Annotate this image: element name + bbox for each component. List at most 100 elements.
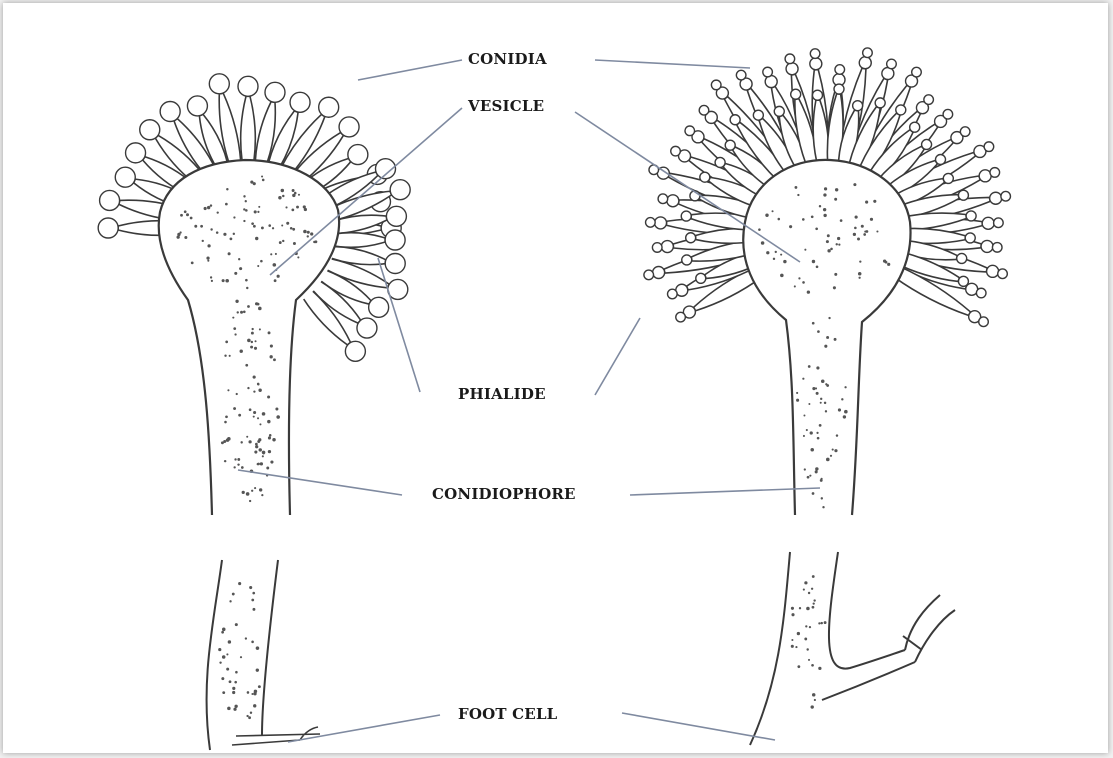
stipple-dot: [191, 261, 194, 264]
stipple-dot: [250, 346, 253, 349]
stipple-dot: [259, 423, 261, 425]
conidium: [990, 168, 1000, 178]
stipple-dot: [226, 188, 228, 190]
stipple-dot: [235, 300, 238, 303]
conidium: [998, 269, 1008, 279]
stipple-dot: [285, 206, 287, 208]
stipple-dot: [865, 201, 868, 204]
stipple-dot: [253, 704, 256, 707]
stipple-dot: [833, 286, 836, 289]
stipple-dot: [257, 463, 260, 466]
stipple-dot: [794, 285, 796, 287]
leader-conidiophore-right: [630, 488, 820, 495]
stipple-dot: [190, 217, 193, 220]
conidium: [290, 92, 310, 112]
stipple-dot: [841, 398, 843, 400]
stipple-dot: [253, 390, 255, 392]
stipple-dot: [812, 606, 815, 609]
conidium: [696, 273, 706, 283]
stipple-dot: [783, 260, 786, 263]
conidium: [385, 230, 405, 250]
stipple-dot: [257, 417, 259, 419]
stipple-dot: [272, 227, 274, 229]
stipple-dot: [806, 648, 808, 650]
stipple-dot: [277, 275, 280, 278]
conidium: [369, 297, 389, 317]
conidium: [686, 233, 696, 243]
stipple-dot: [811, 215, 814, 218]
conidium: [699, 105, 709, 115]
stipple-dot: [266, 467, 269, 470]
conidium: [896, 105, 906, 115]
conidium: [319, 97, 339, 117]
stipple-dot: [812, 575, 815, 578]
stipple-dot: [876, 230, 878, 232]
stipple-dot: [246, 287, 248, 289]
stipple-dot: [821, 379, 825, 383]
conidium: [812, 90, 822, 100]
stipple-dot: [268, 224, 271, 227]
conidium: [653, 266, 665, 278]
stipple-dot: [226, 653, 228, 655]
stipple-dot: [258, 389, 261, 392]
conidium: [685, 126, 695, 136]
stipple-dot: [253, 411, 256, 414]
stipple-dot: [843, 415, 846, 418]
stipple-dot: [276, 415, 280, 419]
stipple-dot: [270, 355, 273, 358]
stipple-dot: [275, 253, 277, 255]
stipple-dot: [234, 705, 237, 708]
stipple-dot: [257, 265, 259, 267]
stipple-dot: [825, 383, 827, 385]
stipple-dot: [243, 195, 245, 197]
stipple-dot: [235, 623, 238, 626]
stipple-dot: [858, 272, 862, 276]
stipple-dot: [820, 402, 822, 404]
stipple-dot: [307, 235, 309, 237]
conidium: [887, 59, 897, 69]
conidium: [994, 218, 1004, 228]
conidium: [140, 120, 160, 140]
stipple-dot: [254, 210, 257, 213]
stipple-dot: [778, 218, 781, 221]
stipple-dot: [791, 607, 794, 610]
stipple-dot: [250, 181, 253, 184]
stipple-dot: [812, 322, 815, 325]
stipple-dot: [228, 252, 231, 255]
stipple-dot: [237, 458, 240, 461]
stipple-dot: [240, 349, 243, 352]
stipple-dot: [278, 196, 281, 199]
conidium: [912, 67, 922, 77]
stipple-dot: [223, 233, 226, 236]
stipple-dot: [194, 225, 197, 228]
stipple-dot: [815, 467, 818, 470]
stipple-dot: [252, 592, 255, 595]
stipple-dot: [811, 705, 814, 708]
stipple-dot: [823, 214, 826, 217]
stipple-dot: [274, 279, 277, 282]
stipple-dot: [808, 592, 810, 594]
stipple-dot: [803, 435, 805, 437]
stipple-dot: [863, 233, 866, 236]
stipple-dot: [298, 194, 300, 196]
stipple-dot: [818, 622, 820, 624]
stipple-dot: [804, 581, 807, 584]
stipple-dot: [281, 225, 283, 227]
stipple-dot: [817, 330, 820, 333]
stipple-dot: [246, 436, 248, 438]
stipple-dot: [230, 238, 233, 241]
stipple-dot: [255, 237, 258, 240]
stipple-dot: [802, 281, 805, 284]
stipple-dot: [221, 441, 224, 444]
stipple-dot: [232, 317, 234, 319]
stipple-dot: [186, 213, 189, 216]
conidium: [763, 67, 773, 77]
stipple-dot: [222, 628, 226, 632]
stipple-dot: [226, 438, 230, 442]
stipple-dot: [802, 218, 805, 221]
stipple-dot: [873, 200, 876, 203]
stipple-dot: [177, 233, 180, 236]
conidium: [681, 211, 691, 221]
stipple-dot: [251, 641, 254, 644]
label-foot-cell: FOOT CELL: [458, 705, 557, 723]
